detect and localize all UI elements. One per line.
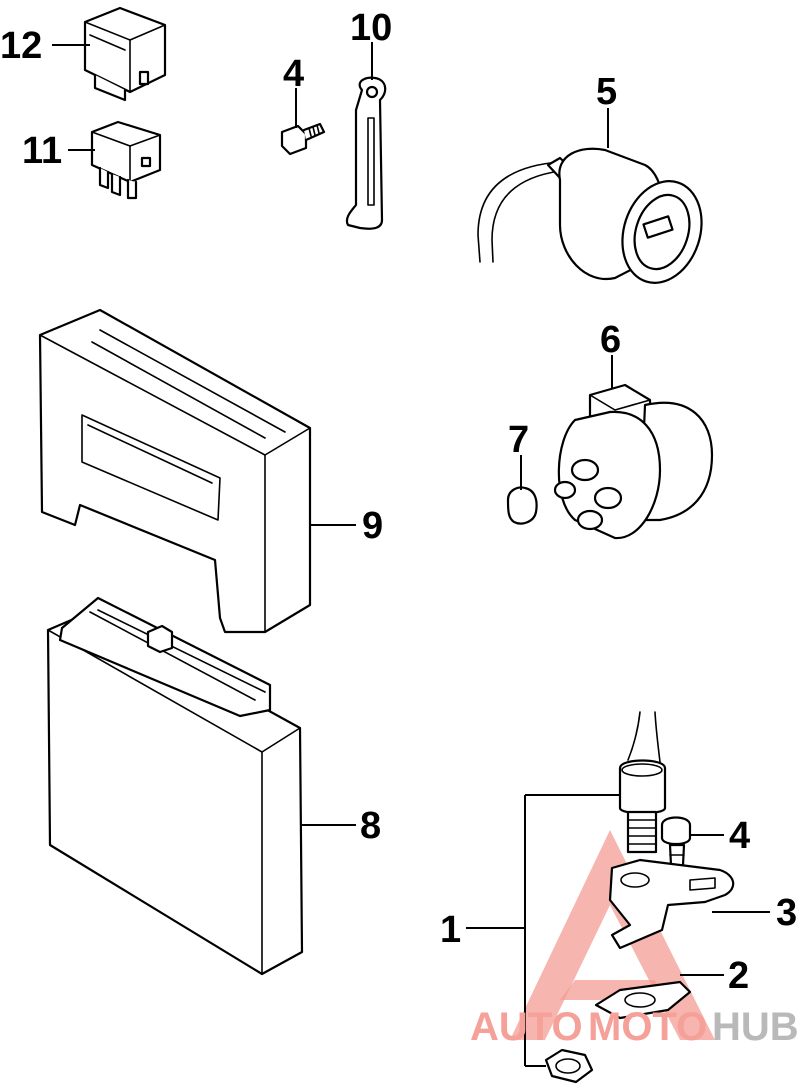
ecu-unit [46,596,304,976]
bracket-strap [345,76,387,230]
bolt-top [280,122,326,156]
callout-10: 10 [350,7,392,49]
watermark-hub: HUB [712,1005,799,1049]
callout-4-bottom: 4 [729,815,750,857]
ecu-cover [38,308,312,634]
callout-7: 7 [508,419,529,461]
watermark-auto: AUTO [470,1005,583,1049]
relay-small [90,120,162,200]
switch-sensor [544,711,667,1084]
mounting-bracket [608,858,735,950]
leader-lines [52,42,770,1067]
callout-5: 5 [596,71,617,113]
callout-2: 2 [728,955,749,997]
callout-12: 12 [0,25,42,67]
ignition-connector [477,147,703,284]
callout-3: 3 [776,892,797,934]
watermark-moto: MOTO [588,1005,707,1049]
multi-pin-connector [553,383,714,540]
callout-labels: 12 11 4 10 5 6 7 9 8 4 3 1 2 [0,7,797,997]
washer-plate [594,980,692,1020]
watermark-text: AUTO MOTO HUB [470,1005,799,1049]
callout-8: 8 [360,805,381,847]
plug-cap [506,486,538,525]
callout-1: 1 [440,909,461,951]
callout-4-top: 4 [283,53,304,95]
relay-large [83,6,167,102]
callout-6: 6 [600,319,621,361]
callout-9: 9 [362,505,383,547]
callout-11: 11 [22,130,62,172]
